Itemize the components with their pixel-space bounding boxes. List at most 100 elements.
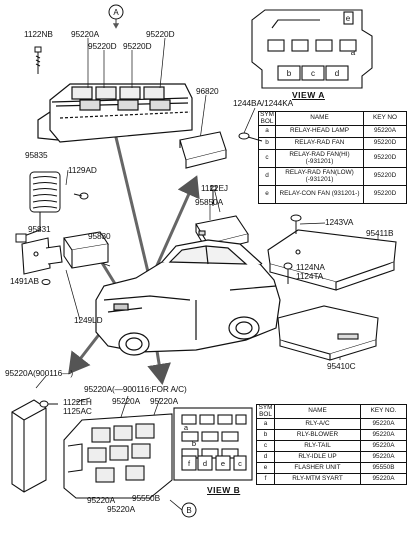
screw-1122eh	[39, 400, 58, 408]
label-1249ld: 1249LD	[74, 315, 103, 325]
view-a-header-name: NAME	[275, 111, 364, 126]
label-95411b: 95411B	[366, 228, 394, 238]
view-a-slot-c: c	[311, 69, 315, 78]
relay-box-b	[63, 413, 173, 499]
key-cell: 95220A	[360, 429, 407, 441]
key-cell: 95220D	[363, 167, 407, 186]
view-b-title: VIEW B	[207, 485, 241, 495]
callout-a-letter: A	[113, 8, 119, 17]
sym-cell: e	[258, 185, 276, 204]
label-95220a-forac: 95220A(—900116:FOR A/C)	[84, 384, 187, 394]
module-95830	[63, 231, 109, 269]
label-1122eh: 1122EH	[63, 397, 92, 407]
view-b-header-name: NAME	[274, 404, 361, 419]
module-95410c	[277, 305, 379, 361]
sym-cell: b	[258, 137, 276, 150]
view-b-table: SYM BOL NAME KEY NO. a RLY-A/C 95220A b …	[256, 404, 407, 485]
callout-b-letter: B	[186, 506, 191, 515]
table-row: b RELAY-RAD FAN 95220D	[258, 137, 407, 150]
name-cell: RELAY-HEAD LAMP	[275, 125, 364, 138]
key-cell: 95220D	[363, 185, 407, 204]
view-a-title: VIEW A	[292, 90, 325, 100]
name-cell: FLASHER UNIT	[274, 462, 361, 474]
screw-1491ab	[41, 279, 51, 285]
label-95220a-top: 95220A	[71, 29, 100, 39]
name-cell: RELAY-CON FAN (931201-)	[275, 185, 364, 204]
view-a-slot-labels: a b c d e	[287, 14, 356, 78]
label-95220a-b2: 95220A	[150, 396, 179, 406]
name-cell: RELAY-RAD FAN	[275, 137, 364, 150]
name-cell: RLY-MTM SYART	[274, 473, 361, 485]
label-95410c: 95410C	[327, 361, 356, 371]
key-cell: 95220A	[360, 473, 407, 485]
screw-1243va	[290, 214, 302, 234]
table-row: d RELAY-RAD FAN(LOW) (-931201) 95220D	[258, 167, 407, 186]
view-a-header-sym: SYM BOL	[258, 111, 276, 126]
cover-95220a	[11, 399, 47, 493]
relay-95835	[15, 171, 61, 243]
view-b-slot-a: a	[184, 423, 189, 432]
table-row: a RLY-A/C 95220A	[256, 418, 407, 430]
name-cell: RLY-BLOWER	[274, 429, 361, 441]
table-row: c RLY-TAIL 95220A	[256, 440, 407, 452]
sym-cell: b	[256, 429, 275, 441]
table-row: f RLY-MTM SYART 95220A	[256, 473, 407, 485]
key-cell: 95220A	[360, 418, 407, 430]
sym-cell: c	[258, 149, 276, 168]
name-cell: RELAY-RAD FAN(LOW) (-931201)	[275, 167, 364, 186]
bracket-95831	[21, 237, 63, 275]
label-1124na: 1124NA	[296, 262, 325, 272]
view-b-schematic	[173, 407, 253, 481]
callout-b	[169, 499, 197, 518]
view-b-header-sym: SYM BOL	[256, 404, 275, 419]
view-b-slot-labels: a b c d e f	[184, 423, 242, 468]
label-1124ta: 1124TA	[296, 271, 324, 281]
key-cell: 95220D	[363, 137, 407, 150]
view-b-slot-e: e	[221, 459, 225, 468]
label-95220a-bot2: 95220A	[107, 504, 136, 514]
view-a-slot-d: d	[335, 69, 339, 78]
screw-1129ad	[73, 192, 89, 200]
label-1244ba: 1244BA/1244KA	[233, 98, 294, 108]
panel-95411b	[267, 229, 397, 291]
label-1122nb: 1122NB	[24, 29, 53, 39]
label-95220d-mid: 95220D	[123, 41, 152, 51]
key-cell: 95220A	[360, 440, 407, 452]
name-cell: RLY-IDLE UP	[274, 451, 361, 463]
view-b-slot-f: f	[188, 459, 191, 468]
view-a-slot-a: a	[351, 48, 356, 57]
table-row: e RELAY-CON FAN (931201-) 95220D	[258, 185, 407, 204]
relay-96820	[179, 131, 227, 169]
label-96820: 96820	[196, 86, 219, 96]
label-95830: 95830	[88, 231, 111, 241]
screw-1244ba	[238, 132, 263, 142]
sym-cell: d	[256, 451, 275, 463]
view-a-slot-e: e	[346, 14, 351, 23]
screw-1124na	[283, 262, 293, 284]
key-cell: 95220A	[360, 451, 407, 463]
screw-1122ej	[210, 185, 217, 206]
label-1243va: 1243VA	[325, 217, 354, 227]
label-95220a-900116: 95220A(900116—)	[5, 368, 73, 378]
view-b-slot-d: d	[203, 459, 207, 468]
car-illustration	[95, 239, 281, 356]
label-1125ac: 1125AC	[63, 406, 92, 416]
view-a-table: SYM BOL NAME KEY NO a RELAY-HEAD LAMP 95…	[258, 111, 407, 204]
view-a-schematic	[251, 9, 373, 89]
label-1491ab: 1491AB	[10, 276, 39, 286]
sym-cell: f	[256, 473, 275, 485]
table-row: c RELAY-RAD FAN(HI) (-931201) 95220D	[258, 149, 407, 168]
top-relay-box	[37, 83, 193, 143]
sym-cell: e	[256, 462, 275, 474]
table-row: b RLY-BLOWER 95220A	[256, 429, 407, 441]
sym-cell: a	[256, 418, 275, 430]
bolt-1122nb	[34, 46, 42, 74]
sym-cell: a	[258, 125, 276, 138]
name-cell: RLY-TAIL	[274, 440, 361, 452]
view-b-header-key: KEY NO.	[360, 404, 407, 419]
table-row: d RLY-IDLE UP 95220A	[256, 451, 407, 463]
key-cell: 95550B	[360, 462, 407, 474]
label-95220a-b1: 95220A	[112, 396, 141, 406]
view-b-slot-c: c	[238, 459, 242, 468]
